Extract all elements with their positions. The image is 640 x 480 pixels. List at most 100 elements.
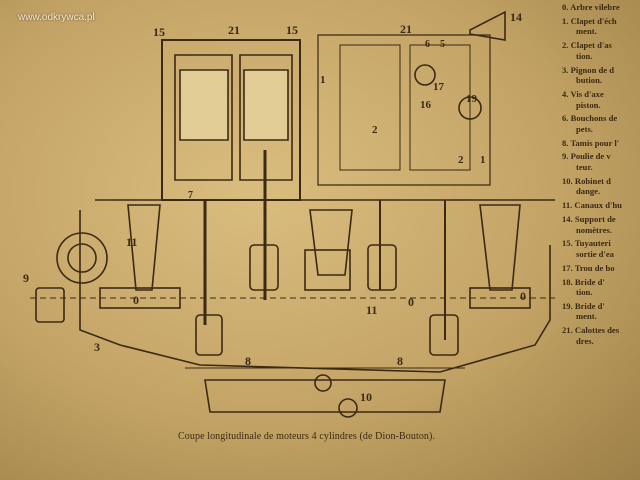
crank-web-2 [249,244,279,291]
legend-entry-continuation: nomètres. [576,224,612,235]
legend-entry-continuation: bution. [576,75,603,86]
label-15: 15 [153,25,165,39]
legend-entry-continuation: pets. [576,123,593,134]
fan-pulley [35,287,65,323]
legend-entry-continuation: piston. [576,99,601,110]
timing-gear [56,232,108,284]
legend-entry-line: 18. Bride d' [562,276,605,287]
label-19: 19 [466,93,478,105]
label-1: 1 [320,74,326,86]
figure-caption: Coupe longitudinale de moteurs 4 cylindr… [178,431,436,442]
label-9: 9 [23,271,29,285]
crank-web-5 [429,314,459,356]
piston-2 [243,69,289,141]
legend-entry-line: 6. Bouchons de [562,113,618,124]
timing-gear-hub [67,243,97,273]
label-21: 21 [228,23,240,37]
legend-entry: 8. Tamis pour l' [562,138,640,149]
crankshaft-rear-journal [469,287,531,309]
label-14: 14 [510,10,522,24]
legend-entry-line: 14. Support de [562,213,616,224]
main-bearing-front [127,204,161,291]
legend-entry-continuation: teur. [576,162,593,173]
label-0: 0 [133,293,139,307]
flange-19 [458,96,482,120]
legend-entry-line: 17. Trou de bo [562,262,615,273]
legend-entry-continuation: sortie d'ea [576,248,614,259]
crankshaft-front-journal [99,287,181,309]
legend-entry-continuation: dange. [576,186,601,197]
label-2: 2 [372,124,378,136]
label-16: 16 [420,99,432,111]
legend-entry: 17. Trou de bo [562,263,640,274]
label-17: 17 [433,81,445,93]
legend-entry-line: 4. Vis d'axe [562,88,604,99]
valve-chamber-right [409,44,471,171]
legend-entry: 19. Bride d'ment. [562,301,640,322]
drain-cock [338,398,358,418]
legend-entry-continuation: tion. [576,287,593,298]
legend-entry-line: 19. Bride d' [562,300,605,311]
label-11: 11 [126,235,137,249]
label-2: 2 [458,154,464,166]
label-3: 3 [94,340,100,354]
cylinder-2-bore [239,54,293,181]
legend-entry-continuation: ment. [576,26,597,37]
crank-web-3 [304,249,351,291]
cylinder-block-left [161,39,301,201]
label-7: 7 [188,190,193,201]
piston-1 [179,69,229,141]
cylinder-1-bore [174,54,233,181]
main-bearing-center [309,209,353,276]
label-8: 8 [245,354,251,368]
crank-web-1 [195,314,223,356]
label-21: 21 [400,22,412,36]
legend-entry-continuation: dres. [576,335,594,346]
label-11: 11 [366,303,377,317]
legend-entry: 0. Arbre vilebre [562,2,640,13]
label-15: 15 [286,23,298,37]
legend-entry-line: 10. Robinet d [562,175,611,186]
legend-entry-line: 0. Arbre vilebre [562,2,620,12]
watermark: www.odkrywca.pl [18,12,95,23]
label-5: 5 [440,39,445,50]
legend-entry-line: 15. Tuyauteri [562,238,611,249]
valve-chamber-left [339,44,401,171]
legend-entry-line: 1. Clapet d'éch [562,15,617,26]
cylinder-block-right [317,34,491,186]
crank-web-4 [367,244,397,291]
label-0: 0 [520,289,526,303]
engine-cross-section-drawing: 15 21 15 21 14 1 17 16 19 2 2 1 11 9 0 0… [23,10,555,418]
oil-sump [204,379,446,413]
oil-strainer-boss [314,374,332,392]
legend-entry-line: 21. Calottes des [562,325,620,336]
legend-entry-line: 2. Clapet d'as [562,40,612,51]
legend-entry-line: 8. Tamis pour l' [562,137,620,148]
intake-horn [469,10,506,41]
label-8: 8 [397,354,403,368]
label-0: 0 [408,295,414,309]
legend-entry: 18. Bride d'tion. [562,277,640,298]
main-bearing-rear [479,204,521,291]
crankcase-outline [79,210,551,373]
legend-entry-line: 9. Poulie de v [562,151,611,162]
label-10: 10 [360,390,372,404]
legend-entry-line: 3. Pignon de d [562,64,615,75]
legend-entry-continuation: ment. [576,311,597,322]
legend-entry: 11. Canaux d'hu [562,200,640,211]
label-1: 1 [480,154,486,166]
legend-entry-continuation: tion. [576,50,593,61]
plug-boss-17 [414,64,436,86]
